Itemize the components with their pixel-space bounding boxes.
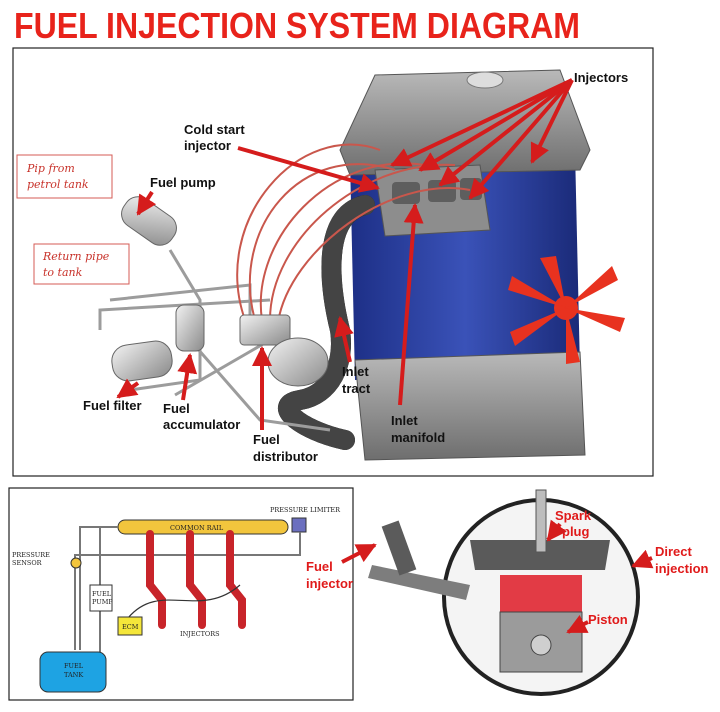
ecm-label: ECM [122,623,139,631]
return-pipe-label-2: to tank [43,266,83,279]
spark-plug-label-1: Spark [555,508,592,523]
page-title: FUEL INJECTION SYSTEM DIAGRAM [14,5,580,46]
fuel-filter-part [111,340,173,382]
spark-plug-label-2: plug [562,524,589,539]
fuel-pump-part [121,196,177,246]
pip-from-tank-label-1: Pip from [26,162,75,175]
title-text: FUEL INJECTION SYSTEM DIAGRAM [14,5,580,46]
inlet-tract-label-1: Inlet [342,364,369,379]
piston-label: Piston [588,612,628,627]
fuel-pump-label: Fuel pump [150,175,216,190]
pressure-sensor-label-1: PRESSURE [12,551,50,559]
fuel-pump-small-label-1: FUEL [92,590,112,598]
inlet-tract-label-2: tract [342,381,371,396]
pip-from-tank-box [16,154,113,199]
fuel-accumulator-label-1: Fuel [163,401,190,416]
direct-injection-diagram [368,489,640,696]
fuel-accumulator-part [175,304,205,352]
injectors-small-label: INJECTORS [180,630,220,638]
common-rail-diagram: COMMON RAIL PRESSURE LIMITER PRESSURE SE… [12,506,341,693]
common-rail-label: COMMON RAIL [170,524,224,532]
cooling-fan [508,256,625,364]
top-arrows [116,78,574,430]
fuel-injector-label-1: Fuel [306,559,333,574]
fuel-distributor-part [239,314,329,387]
cold-start-label-1: Cold start [184,122,245,137]
return-pipe-box [33,243,130,285]
pip-from-tank-label-2: petrol tank [27,178,89,191]
cold-start-label-2: injector [184,138,231,153]
fuel-tank-label-1: FUEL [64,662,84,670]
fuel-distributor-label-2: distributor [253,449,318,464]
injectors-label: Injectors [574,70,628,85]
fuel-pump-small-label-2: PUMP [92,598,113,606]
fuel-accumulator-label-2: accumulator [163,417,240,432]
return-pipe-label-1: Return pipe [42,250,110,263]
fuel-injector-label-2: injector [306,576,353,591]
pressure-limiter-label: PRESSURE LIMITER [270,506,341,514]
fuel-filter-label: Fuel filter [83,398,142,413]
inlet-manifold-label-2: manifold [391,430,445,445]
pressure-sensor-label-2: SENSOR [12,559,43,567]
fuel-distributor-label-1: Fuel [253,432,280,447]
inlet-manifold-label-1: Inlet [391,413,418,428]
direct-injection-label-1: Direct [655,544,693,559]
fuel-tank-label-2: TANK [64,671,83,679]
direct-injection-label-2: injection [655,561,709,576]
bottom-arrows [341,519,654,634]
